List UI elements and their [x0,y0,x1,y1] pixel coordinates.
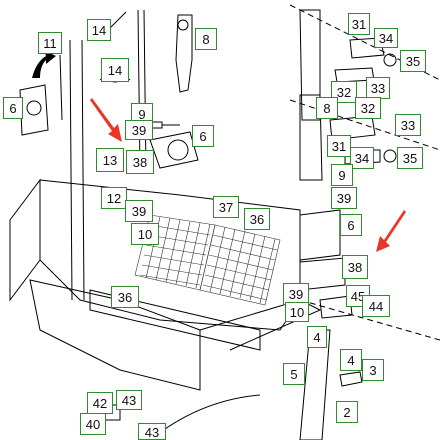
pivot-hub [167,139,189,161]
axis-dashed [289,4,441,341]
callout-13: 13 [96,148,124,172]
callout-33-top: 33 [366,77,390,99]
callout-6-center: 6 [192,125,214,147]
callout-33-mid: 33 [395,114,421,136]
callout-43-a: 43 [116,390,142,410]
callout-35-mid: 35 [397,147,423,169]
callout-39-right: 39 [331,187,357,209]
right-plate-38 [299,257,346,291]
callout-10-center: 10 [131,223,159,245]
lever-35 [349,37,385,59]
callout-14-top: 14 [87,19,111,41]
rod-left [69,39,85,301]
curved-panel [149,394,261,440]
callout-5: 5 [283,363,305,385]
callout-42: 42 [87,392,113,414]
rotation-arrow-icon [32,50,56,78]
screen-mesh-right [199,224,281,306]
callout-8-top: 8 [195,28,217,50]
callout-12: 12 [101,187,127,209]
callout-35-top: 35 [400,50,426,72]
pivot-bracket [149,131,199,169]
callout-34-mid: 34 [350,147,374,169]
bolt-4 [339,371,363,387]
callout-39-center: 39 [125,200,153,222]
callout-2: 2 [336,401,358,423]
callout-32-b: 32 [355,97,381,119]
callout-11: 11 [38,32,62,54]
washer-35a [383,53,397,67]
washer-35b [383,149,397,163]
right-link [299,94,323,181]
callout-34-top: 34 [374,28,398,48]
callout-31-mid: 31 [327,135,351,157]
hopper-frame [39,179,301,331]
callout-8-right: 8 [316,97,338,119]
hopper-side-left [9,178,41,302]
callout-36-top: 36 [244,208,270,230]
callout-10-lower: 10 [285,302,309,322]
rod-center [137,9,147,171]
red-arrow-right-icon [376,210,406,252]
hopper-floor-edge [199,299,322,351]
callout-9-right: 9 [331,164,353,186]
callout-44: 44 [362,295,390,317]
red-arrow-left-icon [90,98,122,142]
callout-37: 37 [213,196,239,218]
right-post [299,9,321,121]
callout-6-left: 6 [3,97,23,119]
right-bracket [299,209,341,261]
bracket-top [175,14,193,93]
callout-4-a: 4 [307,326,327,348]
wall-bracket-hole [26,100,42,116]
callout-4-b: 4 [340,349,362,371]
bushing [177,19,189,31]
callout-9-top: 9 [131,103,153,125]
callout-14-mid: 14 [101,58,129,82]
rod-left-thin [59,54,63,121]
hopper-front-lip [89,289,261,351]
callout-43-b: 43 [138,423,166,440]
callout-31-top: 31 [348,13,370,35]
bracket-45 [319,295,353,319]
leader-14a [107,11,127,31]
callout-39-top: 39 [125,120,153,140]
callout-3: 3 [362,359,384,381]
callout-36-lower: 36 [111,286,139,308]
callout-6-right: 6 [340,214,362,236]
callout-38-center: 38 [126,150,154,174]
callout-38-right: 38 [342,255,368,279]
callout-40: 40 [80,413,106,435]
wall-bracket-left [19,84,49,136]
